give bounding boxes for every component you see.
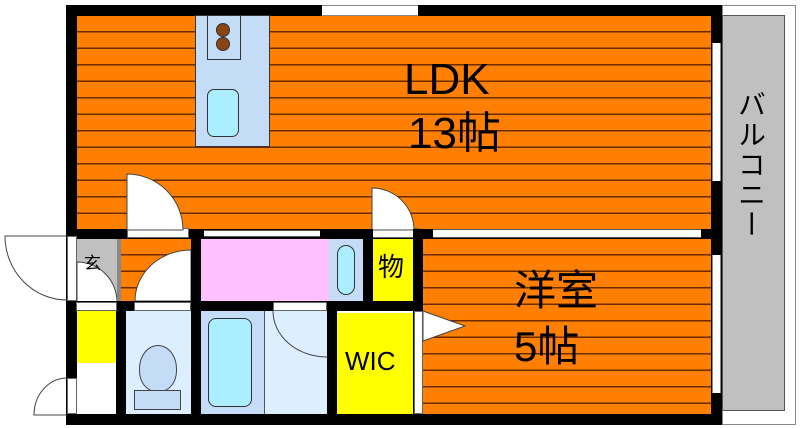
sliding-door-washroom (204, 230, 320, 237)
wall-hall-left (117, 239, 121, 301)
storage-room (373, 239, 413, 301)
wic-label: WIC (345, 346, 396, 376)
wall-top-right (418, 5, 722, 16)
wall-left (66, 5, 77, 425)
wall-lower-row (77, 301, 711, 311)
bathtub-icon (208, 318, 252, 407)
ldk-name: LDK (404, 55, 490, 104)
door-toilet-opening (134, 302, 191, 311)
wic-room (337, 313, 413, 414)
burner-icon (216, 23, 230, 37)
washroom (201, 239, 329, 301)
ldk-size: 13帖 (408, 109, 501, 158)
front-door-swing-icon (4, 235, 68, 301)
wall-bottom (66, 414, 722, 425)
window-top (322, 5, 418, 16)
wall-entrance-left (66, 239, 77, 425)
entrance-label: 玄 (84, 254, 101, 274)
wall-top (66, 5, 322, 16)
shoe-closet (77, 311, 116, 363)
door-swing-toilet-icon (134, 249, 192, 302)
balcony-label: バルコニー (735, 90, 766, 240)
storage-label: 物 (378, 252, 405, 282)
sliding-door-western (433, 229, 701, 238)
back-door-frame (67, 378, 77, 414)
balcony-floor (722, 15, 785, 411)
wall-right (711, 5, 722, 425)
wall-hall-right (191, 229, 201, 425)
burner-icon (216, 37, 230, 51)
sink-icon (207, 89, 239, 137)
western-room-floor (423, 239, 711, 414)
door-wic-swing-icon-overlay (422, 310, 467, 342)
wall-bath-right (327, 311, 337, 414)
washbasin-icon (337, 245, 355, 295)
door-swing-bath-icon (272, 310, 328, 358)
window-ldk-balcony (712, 43, 721, 181)
window-western-balcony (712, 255, 721, 393)
ldk-floor (77, 16, 711, 229)
door-swing-hall-icon (126, 173, 184, 231)
western-room-name: 洋室 (514, 267, 599, 314)
toilet-bowl-icon (139, 345, 177, 392)
door-swing-washroom-icon (371, 187, 415, 231)
back-door-swing-icon (33, 377, 68, 416)
shower-area (264, 311, 327, 414)
toilet-tank-icon (134, 390, 181, 410)
wall-shoe-right (116, 311, 126, 425)
door-bath-opening (273, 302, 327, 311)
western-room-size: 5帖 (514, 323, 580, 370)
wall-washroom-right (363, 229, 373, 311)
front-door-frame (67, 236, 77, 301)
door-shoe-closet-opening (76, 302, 117, 311)
door-wic-opening (414, 311, 423, 414)
